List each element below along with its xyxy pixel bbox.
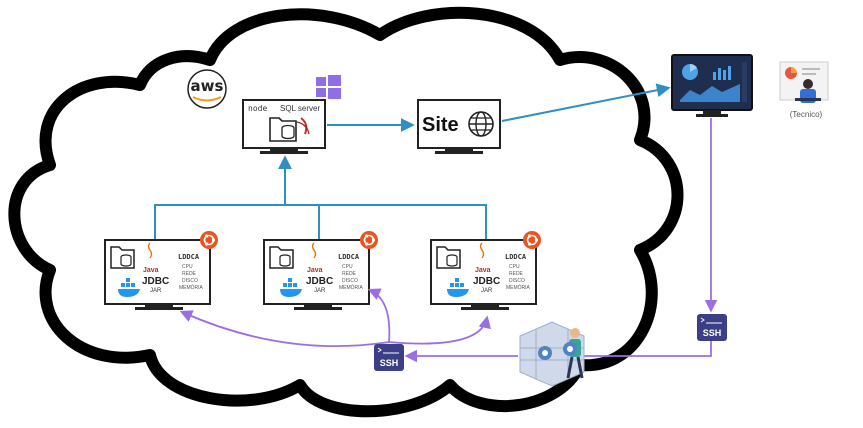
ubuntu-icon	[200, 231, 218, 249]
folder-database-icon	[269, 117, 297, 142]
svg-text:REDE: REDE	[509, 271, 524, 277]
svg-text:DISCO: DISCO	[509, 278, 525, 284]
docker-icon	[118, 278, 140, 297]
ubuntu-icon	[523, 231, 541, 249]
sql-server-logo: SQL server	[280, 104, 320, 113]
java-icon: Java	[307, 242, 323, 274]
svg-text:REDE: REDE	[342, 271, 357, 277]
svg-text:SSH: SSH	[703, 328, 722, 338]
chart-dashboard-icon	[680, 62, 747, 102]
svg-text:Java: Java	[307, 267, 323, 274]
docker-icon	[447, 278, 469, 297]
jdbc-label: JDBC	[142, 276, 169, 287]
app-name: LDDCA	[505, 253, 527, 261]
jar-label: JAR	[314, 288, 326, 294]
nodejs-logo: node	[248, 104, 267, 113]
svg-text:Java: Java	[143, 267, 159, 274]
svg-text:CPU: CPU	[182, 264, 193, 270]
sql-server-icon	[296, 117, 310, 135]
globe-icon	[468, 111, 494, 137]
site-label: Site	[422, 114, 459, 136]
jar-label: JAR	[150, 288, 162, 294]
ubuntu-icon	[360, 231, 378, 249]
jar-label: JAR	[481, 288, 493, 294]
svg-text:Java: Java	[475, 267, 491, 274]
folder-database-icon	[436, 246, 461, 269]
client-machine-2: Java JDBC JAR LDDCA CPU REDE DISCO MEMÓR…	[263, 231, 378, 310]
jdbc-label: JDBC	[306, 276, 333, 287]
jdbc-label: JDBC	[473, 276, 500, 287]
data-flow-connectors	[154, 83, 671, 262]
client-machine-3: Java JDBC JAR LDDCA CPU REDE DISCO MEMÓR…	[430, 231, 541, 310]
windows-icon	[316, 75, 341, 99]
site-monitor: Site	[417, 99, 501, 154]
java-icon: Java	[475, 242, 491, 274]
aws-logo: aws	[187, 69, 227, 109]
technician-label: (Tecnico)	[790, 110, 823, 119]
app-name: LDDCA	[338, 253, 360, 261]
svg-text:REDE: REDE	[182, 271, 197, 277]
person-icon	[563, 328, 584, 379]
folder-database-icon	[110, 246, 135, 269]
ssh-badge-left: SSH	[374, 344, 404, 371]
docker-icon	[280, 278, 302, 297]
svg-text:aws: aws	[191, 77, 224, 95]
client-machine-1: Java JDBC JAR LDDCA CPU REDE DISCO MEMÓR…	[104, 231, 218, 310]
svg-text:CPU: CPU	[342, 264, 353, 270]
dashboard-monitor	[671, 54, 753, 117]
svg-text:DISCO: DISCO	[342, 278, 358, 284]
app-name: LDDCA	[178, 253, 200, 261]
java-icon: Java	[143, 242, 159, 274]
svg-text:MEMÓRIA: MEMÓRIA	[179, 284, 204, 291]
database-server-monitor: node SQL server	[242, 75, 341, 154]
ssh-connectors	[179, 118, 718, 363]
svg-text:CPU: CPU	[509, 264, 520, 270]
folder-database-icon	[269, 246, 294, 269]
svg-text:MEMÓRIA: MEMÓRIA	[506, 284, 531, 291]
svg-text:DISCO: DISCO	[182, 278, 198, 284]
ssh-badge-right: SSH	[697, 314, 727, 341]
technician-illustration: (Tecnico)	[779, 61, 829, 119]
svg-text:SSH: SSH	[380, 358, 399, 368]
svg-text:MEMÓRIA: MEMÓRIA	[339, 284, 364, 291]
